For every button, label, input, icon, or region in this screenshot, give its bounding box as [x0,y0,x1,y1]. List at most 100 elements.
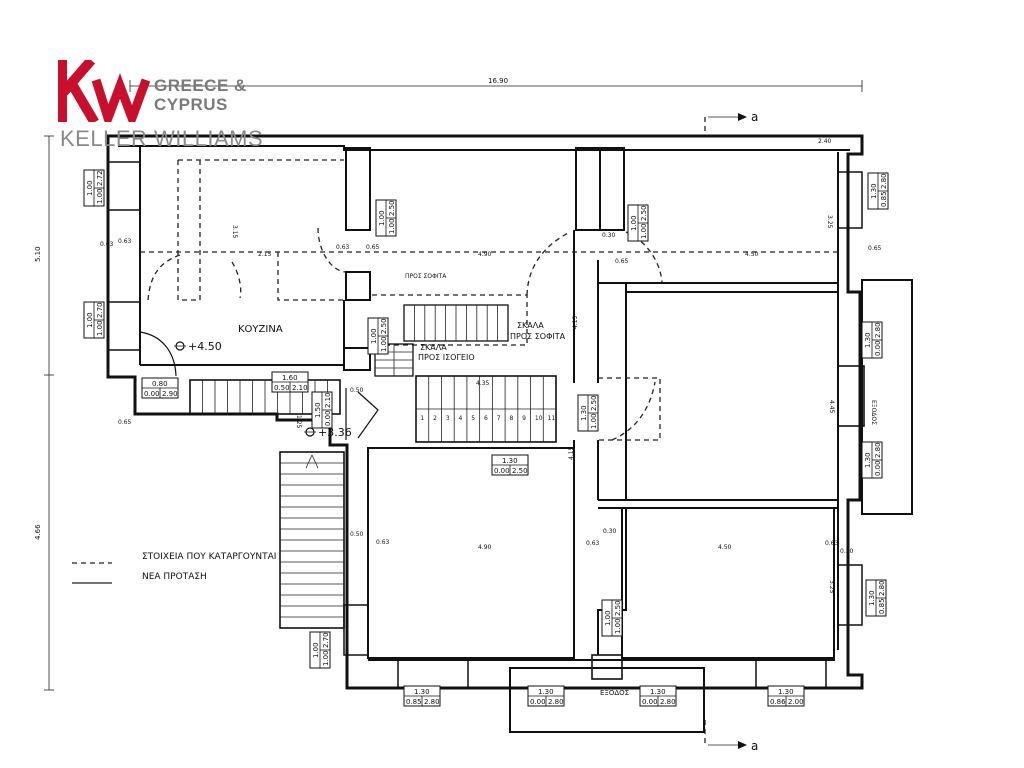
opening-width: 1.30 [414,688,430,696]
interior-walls [140,147,838,659]
solid-line-icon [72,582,112,584]
stair-step-number: 10 [535,415,543,422]
opening-head: 2.50 [640,205,648,221]
svg-text:2.15: 2.15 [258,251,272,258]
opening-head: 2.80 [660,698,676,706]
opening-box: 1.001.002.50 [601,599,623,637]
stair-step-number: 6 [484,415,488,422]
stair-step-number: 11 [548,415,556,422]
svg-text:0.63: 0.63 [100,241,114,248]
opening-width: 1.00 [312,642,320,658]
section-marker-top: a [704,110,758,135]
opening-sill: 0.85 [878,598,886,614]
opening-width: 1.30 [650,688,666,696]
section-marker-top-label: a [751,110,758,124]
opening-head: 2.90 [162,390,178,398]
legend-label-removed: ΣΤΟΙΧΕΙΑ ΠΟΥ ΚΑΤΑΡΓΟΥΝΤΑΙ [142,552,277,562]
opening-box: 1.001.002.72 [83,169,105,207]
opening-box: 1.001.002.50 [375,199,397,237]
svg-text:1.25: 1.25 [295,415,302,429]
svg-text:0.30: 0.30 [840,548,854,555]
logo-region-text: GREECE & CYPRUS [154,76,247,114]
opening-head: 2.80 [878,580,886,596]
svg-text:2.40: 2.40 [818,138,832,145]
opening-box: 1.001.002.50 [367,317,389,355]
opening-sill: 0.85 [880,191,888,207]
legend-row-new: ΝΕΑ ΠΡΟΤΑΣΗ [72,572,332,588]
opening-sill: 1.00 [96,188,104,204]
opening-width: 1.30 [864,332,872,348]
opening-box: 1.001.002.50 [627,204,649,242]
svg-text:3.25: 3.25 [828,580,835,594]
svg-text:4.15: 4.15 [572,315,579,329]
opening-width: 1.00 [370,328,378,344]
opening-head: 2.80 [548,698,564,706]
opening-sill: 0.50 [274,384,290,392]
attic-stair-dash-label: ΠΡΟΣ ΣΟΦΙΤΑ [405,273,447,280]
outer-walls [106,134,864,690]
stair-down-label-1: ΣΚΑΛΑ [420,343,447,352]
svg-text:0.65: 0.65 [118,419,132,426]
svg-text:0.50: 0.50 [350,387,364,394]
opening-sill: 1.00 [322,650,330,666]
opening-width: 1.30 [864,452,872,468]
svg-text:0.30: 0.30 [602,232,616,239]
legend-row-removed: ΣΤΟΙΧΕΙΑ ΠΟΥ ΚΑΤΑΡΓΟΥΝΤΑΙ [72,552,332,568]
opening-sill: 1.00 [590,413,598,429]
svg-text:4.90: 4.90 [478,251,492,258]
exit-right-label: ΕΞΟΔΟΣ [870,400,877,425]
svg-text:0.65: 0.65 [366,244,380,251]
door-swings [139,331,379,440]
opening-width: 1.00 [378,210,386,226]
opening-box: 1.300.852.80 [865,579,887,617]
exit-bottom-label: ΕΞΟΔΟΣ [600,689,629,697]
stair-step-number: 4 [459,415,463,422]
opening-head: 2.50 [614,600,622,616]
logo-region-line-2: CYPRUS [154,95,228,114]
stair-exterior [279,451,345,629]
legend: ΣΤΟΙΧΕΙΑ ΠΟΥ ΚΑΤΑΡΓΟΥΝΤΑΙ ΝΕΑ ΠΡΟΤΑΣΗ [72,552,332,592]
svg-text:0.50: 0.50 [350,531,364,538]
svg-text:4.15: 4.15 [568,446,575,460]
opening-head: 2.80 [880,173,888,189]
opening-width: 1.30 [870,183,878,199]
svg-text:4.90: 4.90 [478,544,492,551]
stair-step-number: 1 [420,415,424,422]
opening-width: 1.30 [538,688,554,696]
opening-box: 1.001.002.70 [309,631,331,669]
interior-dimensions: 4.90 4.50 4.90 4.50 2.15 0.63 0.63 0.65 … [100,138,882,594]
opening-head: 2.70 [96,302,104,318]
opening-sill: 1.00 [96,320,104,336]
opening-box: 1.500.002.10 [311,391,333,429]
overall-width-label: 16.90 [488,77,508,85]
svg-text:0.30: 0.30 [603,528,617,535]
opening-box: 1.300.002.80 [861,441,883,479]
removed-elements [140,159,840,441]
level-marks: +4.50 +3.36 [174,340,352,439]
room-labels: ΚΟΥΖΙΝΑ ΣΚΑΛΑ ΠΡΟΣ ΣΟΦΙΤΑ ΣΚΑΛΑ ΠΡΟΣ ΙΣΟ… [238,273,877,697]
opening-width: 1.30 [502,457,518,465]
opening-head: 2.00 [788,698,804,706]
svg-text:0.63: 0.63 [118,238,132,245]
opening-head: 2.10 [324,392,332,408]
opening-box: 1.001.002.70 [83,301,105,339]
stair-step-number: 3 [446,415,450,422]
overall-dimension: 16.90 [129,77,863,92]
opening-box: 1.300.85 2.80 [867,172,889,210]
stair-lower-left [189,379,341,415]
kitchen-level-label: +4.50 [188,340,222,353]
opening-head: 2.70 [322,632,330,648]
opening-sill: 0.00 [874,340,882,356]
stair-step-number: 8 [509,415,513,422]
bottom-balcony [509,654,705,733]
opening-sill: 1.00 [640,223,648,239]
left-dimensions: 5.10 4.66 [34,135,54,691]
svg-text:0.65: 0.65 [615,258,629,265]
opening-sill: 1.00 [380,336,388,352]
svg-text:4.35: 4.35 [476,380,490,387]
opening-width: 1.60 [282,374,298,382]
